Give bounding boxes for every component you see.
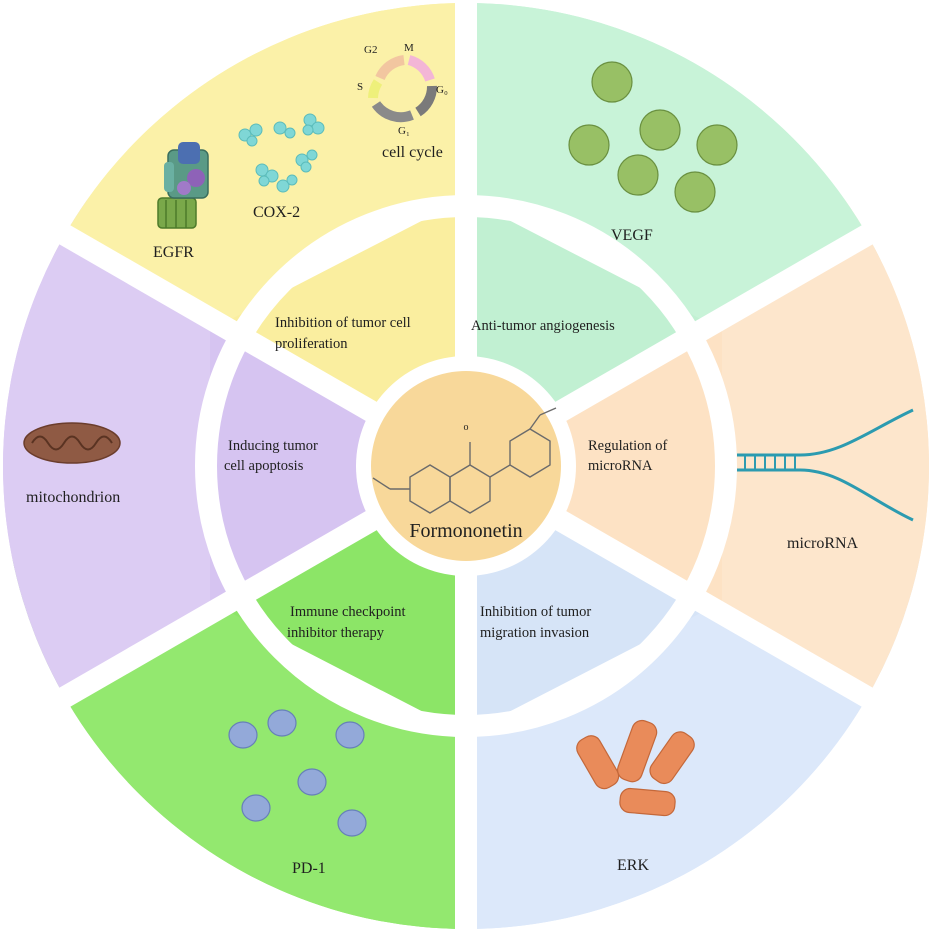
microrna-strand-icon — [737, 408, 914, 522]
outer-label-erk: ERK — [617, 857, 649, 874]
outer-label-microrna: microRNA — [787, 535, 859, 552]
sector-inner-microrna — [466, 330, 722, 602]
center-compound-label: Formononetin — [409, 520, 522, 542]
inner-label-apoptosis-line2: cell apoptosis — [224, 458, 304, 474]
inner-label-migration-line2: migration invasion — [480, 625, 590, 641]
cox2-enzyme-icon — [238, 113, 325, 193]
outer-label-mitochondrion: mitochondrion — [26, 489, 120, 506]
inner-label-apoptosis-line1: Inducing tumor — [228, 438, 318, 454]
outer-label-vegf: VEGF — [611, 227, 653, 244]
inner-label-microrna-line1: Regulation of — [588, 438, 668, 454]
erk-kinase-icon — [576, 719, 695, 817]
cell-cycle-phase-s: S — [357, 81, 363, 93]
outer-label-cox2: COX-2 — [253, 204, 300, 221]
inner-label-immune-line2: inhibitor therapy — [287, 625, 385, 641]
inner-label-immune: Immune checkpoint inhibitor therapy — [287, 604, 409, 641]
inner-label-immune-line1: Immune checkpoint — [290, 604, 406, 620]
molecule-atom-o: o — [464, 422, 469, 433]
outer-label-egfr: EGFR — [153, 244, 194, 261]
inner-label-angiogenesis: Anti-tumor angiogenesis — [471, 318, 615, 334]
outer-label-pd1: PD-1 — [292, 860, 326, 877]
pd1-receptor-icon — [228, 709, 367, 837]
ring-separator — [195, 195, 737, 737]
inner-label-angiogenesis-line1: Anti-tumor angiogenesis — [471, 318, 615, 334]
inner-label-microrna-line2: microRNA — [588, 458, 653, 474]
cell-cycle-icon — [368, 55, 437, 123]
inner-label-migration: Inhibition of tumor migration invasion — [480, 604, 595, 641]
inner-label-apoptosis: Inducing tumor cell apoptosis — [224, 438, 321, 474]
sector-inner-apoptosis — [210, 330, 466, 602]
cell-cycle-phase-g2: G2 — [364, 44, 377, 56]
inner-label-migration-line1: Inhibition of tumor — [480, 604, 591, 620]
center-circle — [371, 371, 561, 561]
inner-label-proliferation: Inhibition of tumor cell proliferation — [275, 315, 414, 352]
vegf-protein-icon — [568, 61, 738, 213]
inner-label-proliferation-line1: Inhibition of tumor cell — [275, 315, 411, 331]
outer-label-cell-cycle: cell cycle — [382, 144, 443, 161]
cell-cycle-phase-m: M — [404, 42, 414, 54]
mitochondrion-icon — [23, 422, 121, 464]
cell-cycle-phase-g0: G₀ — [436, 84, 448, 96]
microrna-rungs — [744, 455, 796, 470]
inner-label-proliferation-line2: proliferation — [275, 336, 348, 352]
egfr-receptor-icon — [157, 142, 209, 229]
cell-cycle-phase-g1: G₁ — [398, 125, 410, 137]
inner-label-microrna: Regulation of microRNA — [588, 438, 671, 474]
molecular-structure-icon — [372, 407, 557, 514]
